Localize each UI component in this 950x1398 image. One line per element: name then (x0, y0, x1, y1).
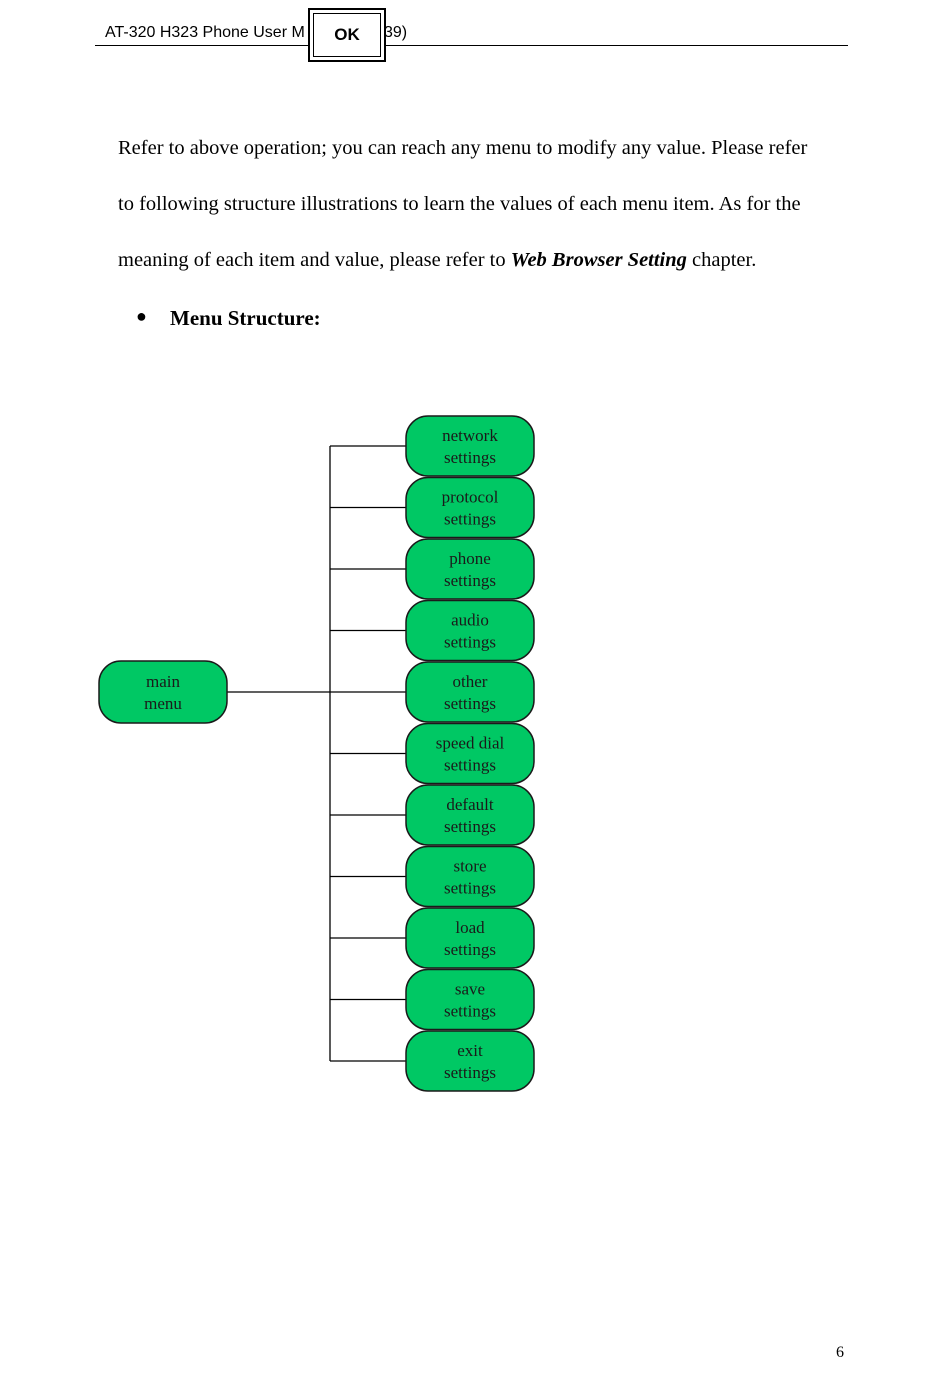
phone-settings-label: settings (444, 571, 496, 590)
exit-settings-node (405, 1030, 535, 1092)
exit-settings-label: settings (444, 1063, 496, 1082)
bullet-icon: ● (136, 306, 147, 326)
default-settings-node (405, 784, 535, 846)
header-title-suffix: 39) (384, 24, 408, 41)
page-number: 6 (836, 1344, 844, 1361)
default-settings-label: settings (444, 817, 496, 836)
save-settings-label: save (455, 980, 485, 999)
paragraph-line-2: to following structure illustrations to … (118, 193, 801, 215)
audio-settings-label: settings (444, 633, 496, 652)
header-rule (95, 45, 848, 46)
default-settings-label: default (446, 795, 493, 814)
paragraph-text: meaning of each item and value, please r… (118, 249, 511, 271)
protocol-settings-label: settings (444, 510, 496, 529)
speed-dial-settings-label: speed dial (436, 734, 505, 753)
network-settings-label: settings (444, 448, 496, 467)
store-settings-label: store (453, 857, 486, 876)
save-settings-node (405, 968, 535, 1031)
paragraph-line-3: meaning of each item and value, please r… (118, 249, 756, 272)
save-settings-label: settings (444, 1002, 496, 1021)
main-menu-node (98, 660, 228, 724)
store-settings-node (405, 845, 535, 908)
other-settings-node (405, 661, 535, 723)
phone-settings-node (405, 538, 535, 600)
paragraph-line-1: Refer to above operation; you can reach … (118, 137, 808, 159)
network-settings-node (405, 415, 535, 477)
store-settings-label: settings (444, 879, 496, 898)
protocol-settings-node (405, 476, 535, 539)
network-settings-label: network (442, 426, 498, 445)
audio-settings-node (405, 599, 535, 662)
ok-button[interactable]: OK (308, 8, 386, 62)
header-title: AT-320 H323 Phone User M (105, 24, 305, 41)
audio-settings-label: audio (451, 611, 489, 630)
main-menu-label: main (146, 672, 180, 691)
load-settings-label: settings (444, 940, 496, 959)
other-settings-label: other (453, 672, 488, 691)
other-settings-label: settings (444, 694, 496, 713)
speed-dial-settings-node (405, 722, 535, 785)
main-menu-label: menu (144, 694, 182, 713)
load-settings-label: load (455, 918, 485, 937)
section-heading: Menu Structure: (170, 306, 321, 330)
phone-settings-label: phone (449, 549, 491, 568)
protocol-settings-label: protocol (442, 488, 499, 507)
load-settings-node (405, 907, 535, 969)
paragraph-text: chapter. (686, 249, 757, 271)
speed-dial-settings-label: settings (444, 756, 496, 775)
exit-settings-label: exit (457, 1041, 483, 1060)
web-browser-setting-reference: Web Browser Setting (510, 249, 687, 271)
